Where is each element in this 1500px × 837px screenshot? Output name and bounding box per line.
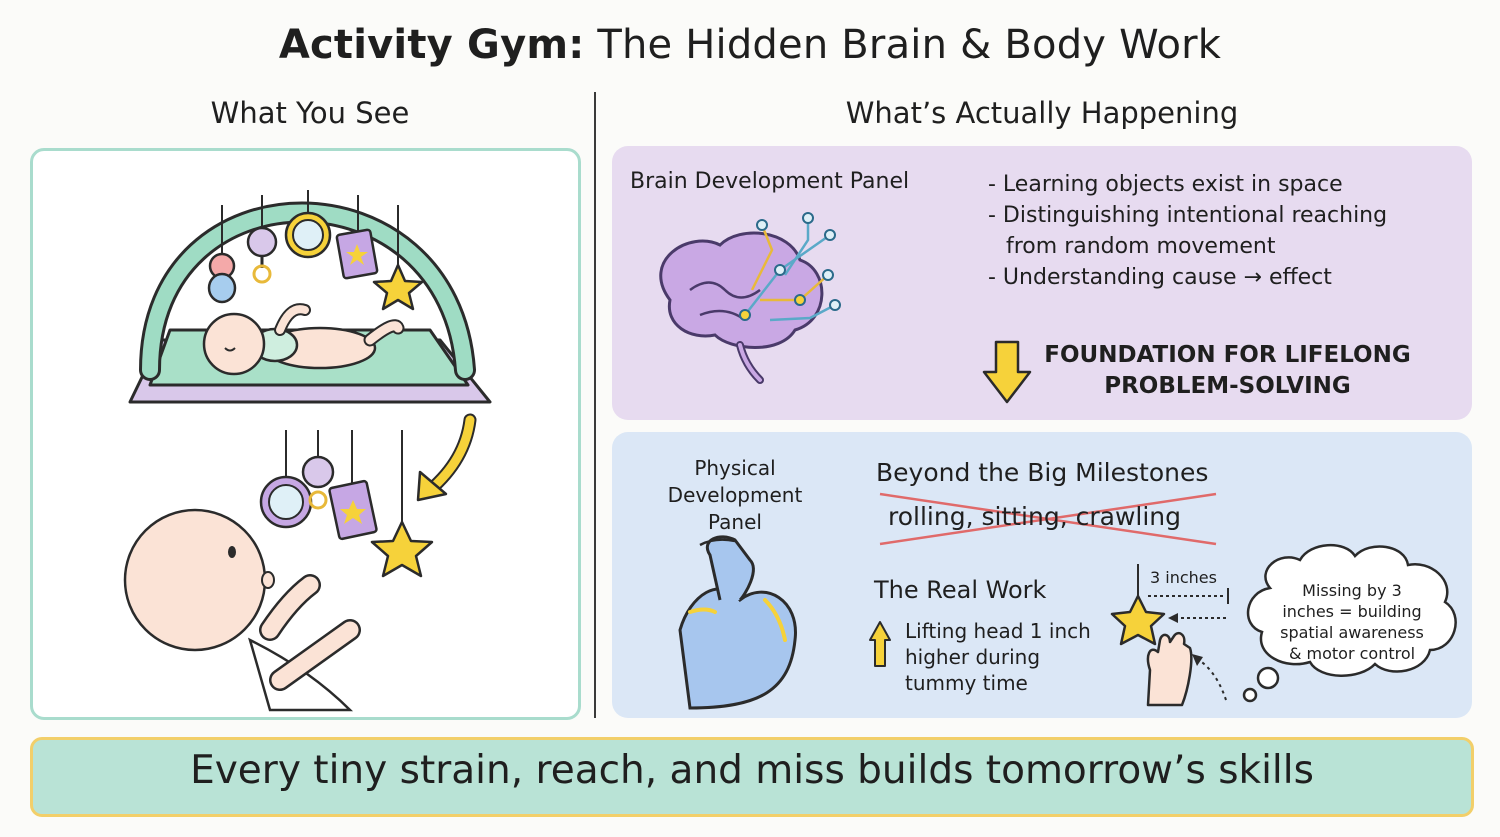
tagline-banner — [30, 737, 1474, 817]
brain-panel-title: Brain Development Panel — [630, 169, 910, 194]
baby-closeup-icon — [123, 413, 477, 712]
star-icon — [372, 263, 424, 311]
thought-cloud-text: Missing by 3 inches = building spatial a… — [1280, 581, 1424, 663]
bullet-item: - Understanding cause → effect — [988, 265, 1332, 290]
tagline-text: Every tiny strain, reach, and miss build… — [190, 748, 1314, 793]
physical-panel-title: Physical Development Panel — [667, 456, 803, 534]
bullet-item: from random movement — [1006, 234, 1276, 259]
left-column-heading: What You See — [210, 96, 410, 130]
card-icon — [335, 228, 379, 280]
column-divider — [594, 92, 596, 718]
flexed-arm-icon — [678, 535, 797, 710]
rattle-icon — [246, 226, 278, 284]
brain-icon — [659, 212, 841, 384]
down-arrow-icon — [982, 340, 1032, 404]
bullet-item: - Distinguishing intentional reaching — [988, 203, 1388, 228]
lifting-head-text: Lifting head 1 inch higher during tummy … — [905, 619, 1091, 695]
right-column-heading: What’s Actually Happening — [845, 96, 1239, 130]
hand-icon — [1146, 632, 1193, 707]
bullet-item: - Learning objects exist in space — [988, 172, 1343, 197]
beyond-milestones-heading: Beyond the Big Milestones — [876, 458, 1209, 487]
crossed-out-milestones: rolling, sitting, crawling — [888, 502, 1181, 531]
distance-label: 3 inches — [1150, 568, 1217, 587]
foundation-text: FOUNDATION FOR LIFELONG PROBLEM-SOLVING — [1044, 342, 1411, 399]
mirror-icon — [284, 211, 332, 259]
up-arrow-icon — [869, 621, 891, 667]
curved-arrow-icon — [416, 470, 448, 502]
star-icon — [1110, 594, 1166, 646]
page-title: Activity Gym: The Hidden Brain & Body Wo… — [278, 22, 1222, 68]
baby-icon — [202, 303, 405, 376]
real-work-heading: The Real Work — [874, 576, 1047, 604]
brain-bullets: - Learning objects exist in space - Dist… — [988, 169, 1387, 293]
strike-line — [879, 492, 1217, 546]
thought-cloud-icon — [1242, 543, 1457, 703]
baby-gym-icon — [128, 190, 492, 404]
